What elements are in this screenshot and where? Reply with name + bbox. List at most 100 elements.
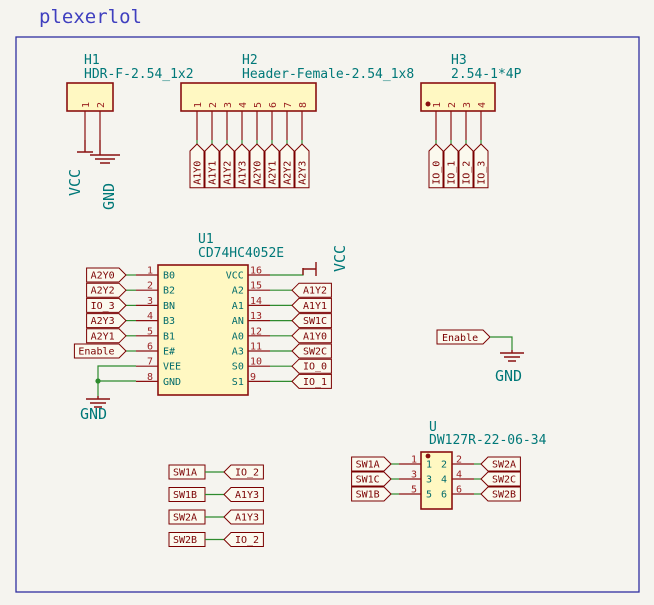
u1-pin-num-8: 8 — [147, 372, 153, 383]
usw-pin-num-1: 1 — [411, 455, 417, 466]
usw-inner-4: 4 — [441, 475, 447, 486]
u1-net-sw1c-box — [291, 313, 332, 329]
usw-inner-3: 3 — [426, 475, 432, 486]
u1-vcc-label: VCC — [331, 245, 349, 272]
u-switch-ref: U — [429, 420, 437, 435]
u1-net-a2y3-box — [86, 313, 127, 329]
h3-pin-2: 2 — [447, 102, 458, 108]
u-switch-value: DW127R-22-06-34 — [429, 433, 547, 448]
u1-net-a2y1-box — [86, 328, 127, 344]
u1-gnd-symbol — [86, 396, 110, 408]
u1-pin-name-a3: A3 — [232, 347, 244, 358]
u1-pin-num-10: 10 — [250, 357, 262, 368]
u1-pin-name-vcc: VCC — [226, 271, 244, 282]
u1-pin-name-e#: E# — [163, 347, 175, 358]
h3-body — [420, 82, 496, 112]
h1-connector[interactable]: H1 HDR-F-2.54_1x2 1 2 VCC GND — [66, 53, 194, 210]
u1-net-a1y0-text: A1Y0 — [303, 331, 327, 342]
sheet-title: plexerlol — [39, 6, 142, 28]
usw-net-sw2c-text: SW2C — [492, 475, 516, 486]
u1-net-io_0-text: IO_0 — [303, 362, 327, 373]
u1-pin-name-gnd: GND — [163, 377, 181, 388]
h2-pin-4: 4 — [238, 102, 249, 108]
usw-inner-2: 2 — [441, 460, 447, 471]
usw-net-sw1b-box — [351, 486, 392, 502]
usw-net-sw1b-text: SW1B — [356, 490, 380, 501]
u1-pin-num-16: 16 — [250, 266, 262, 277]
u1-vcc-symbol — [302, 262, 317, 276]
u1-pin-name-b3: B3 — [163, 316, 175, 327]
u1-pin-num-1: 1 — [147, 266, 153, 277]
h2-net-a1y0-box — [189, 143, 205, 189]
h2-net-a1y3-text: A1Y3 — [238, 161, 249, 185]
u1-pin-name-a2: A2 — [232, 286, 244, 297]
enable-gnd-group[interactable]: Enable GND — [436, 329, 524, 385]
usw-inner-5: 5 — [426, 490, 432, 501]
u1-pin-name-b1: B1 — [163, 331, 175, 342]
pair-right-0-text: IO_2 — [235, 468, 259, 479]
usw-net-sw1c-box — [351, 471, 392, 487]
h3-net-io_0-text: IO_0 — [432, 161, 443, 185]
h1-value: HDR-F-2.54_1x2 — [84, 67, 194, 82]
pair-left-text-0: SW1A — [173, 468, 197, 479]
u1-pin-num-11: 11 — [250, 342, 262, 353]
usw-net-sw1a-box — [351, 456, 392, 472]
h2-net-a2y3-box — [294, 143, 310, 189]
pair-right-3-box — [223, 532, 264, 547]
u1-pin-name-a0: A0 — [232, 331, 244, 342]
pair-left-text-1: SW1B — [173, 490, 197, 501]
u1-net-a2y0-text: A2Y0 — [91, 271, 115, 282]
h3-pin-4: 4 — [477, 102, 488, 108]
h1-vcc-label: VCC — [66, 169, 84, 196]
u1-pin-num-14: 14 — [250, 296, 262, 307]
pair-left-text-2: SW2A — [173, 513, 197, 524]
u1-net-io_3-text: IO_3 — [91, 301, 115, 312]
u1-value: CD74HC4052E — [198, 246, 284, 261]
usw-pin-num-6: 6 — [456, 485, 462, 496]
u1-pin-num-15: 15 — [250, 281, 262, 292]
h2-pin-1: 1 — [193, 102, 204, 108]
pair-left-text-3: SW2B — [173, 535, 197, 546]
h3-net-io_2-box — [458, 143, 474, 189]
pair-right-2-box — [223, 509, 264, 525]
u1-net-a2y3-text: A2Y3 — [91, 316, 115, 327]
u1-gnd-wire — [97, 365, 136, 396]
u1-pin-name-s1: S1 — [232, 377, 244, 388]
u1-pin-num-12: 12 — [250, 326, 262, 337]
u1-pin-num-6: 6 — [147, 342, 153, 353]
h3-net-io_2-text: IO_2 — [462, 161, 473, 185]
u1-net-io_0-box — [291, 358, 332, 374]
u1-gnd-label: GND — [80, 405, 107, 423]
usw-pin-num-2: 2 — [456, 455, 462, 466]
u1-pin-num-5: 5 — [147, 326, 153, 337]
u1-pin-num-4: 4 — [147, 311, 153, 322]
h2-net-a1y0-text: A1Y0 — [193, 161, 204, 185]
sheet-border — [15, 36, 640, 593]
u1-net-a1y2-text: A1Y2 — [303, 286, 327, 297]
enable-label-text: Enable — [442, 333, 478, 344]
u1-net-sw1c-text: SW1C — [303, 316, 327, 327]
h3-ref: H3 — [451, 53, 467, 68]
h2-pin-3: 3 — [223, 102, 234, 108]
u-switch-pin1-marker — [425, 453, 431, 459]
h1-pin-2: 2 — [96, 102, 107, 108]
usw-net-sw2b-text: SW2B — [492, 490, 516, 501]
enable-label-box — [436, 329, 491, 345]
h3-value: 2.54-1*4P — [451, 67, 522, 82]
h3-net-io_0-box — [428, 143, 444, 189]
h2-net-a2y2-box — [279, 143, 295, 189]
usw-pin-num-4: 4 — [456, 470, 462, 481]
pair-right-3-text: IO_2 — [235, 535, 259, 546]
h2-connector[interactable]: H2 Header-Female-2.54_1x8 1A1Y02A1Y13A1Y… — [180, 53, 414, 189]
u1-net-enable-box — [73, 343, 127, 359]
pair-right-1-text: A1Y3 — [235, 490, 259, 501]
h2-value: Header-Female-2.54_1x8 — [242, 67, 414, 82]
h2-body — [180, 82, 317, 112]
